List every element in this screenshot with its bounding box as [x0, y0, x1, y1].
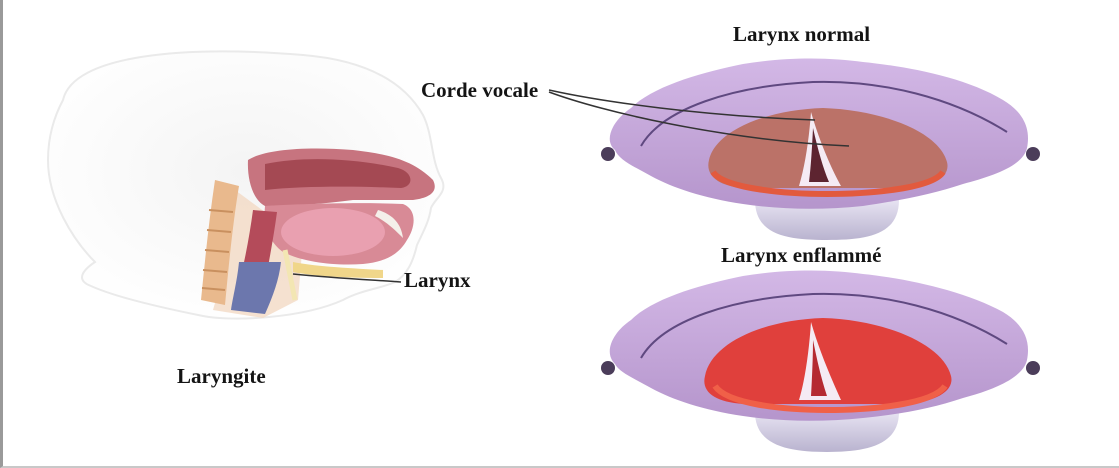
tongue: [281, 208, 385, 256]
inflamed-larynx-illustration: [601, 271, 1040, 453]
larynx-label: Larynx: [404, 270, 471, 291]
laryngite-label: Laryngite: [177, 366, 266, 387]
corde-vocale-label: Corde vocale: [421, 80, 538, 101]
larynx-normal-label: Larynx normal: [733, 24, 870, 45]
laryngitis-illustration: [3, 0, 1119, 468]
head-cross-section-illustration: [48, 51, 443, 318]
normal-larynx-illustration: [601, 59, 1040, 241]
larynx-enflamme-label: Larynx enflammé: [721, 245, 881, 266]
